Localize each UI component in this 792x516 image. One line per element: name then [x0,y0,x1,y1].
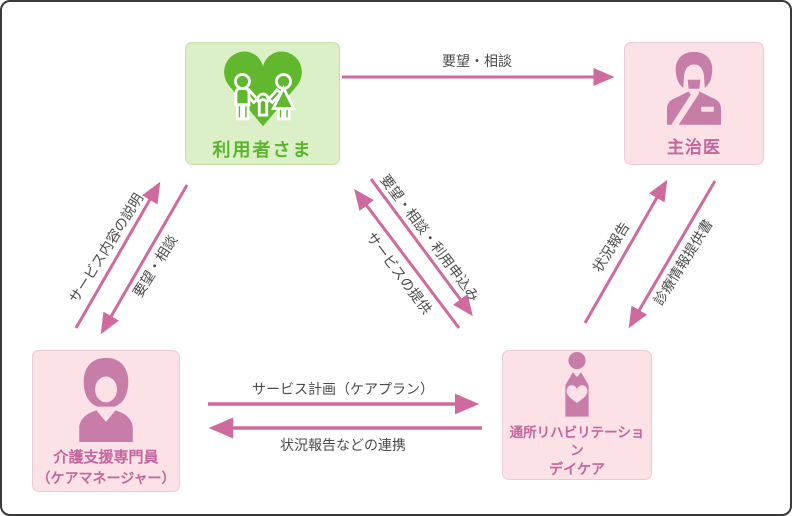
person-with-heart-icon [565,352,589,417]
arrow-label-user-to-doctor: 要望・相談 [442,53,512,69]
node-care-manager-label-line2: （ケアマネージャー） [36,469,176,486]
node-day-care-label-line1: 通所リハビリテーション [509,424,645,458]
doctor-icon [667,51,721,125]
care-manager-woman-icon [79,358,133,443]
arrow-label-doctor-to-day-care: 診療情報提供書 [650,216,716,308]
node-care-manager-box: 介護支援専門員 （ケアマネージャー） [32,350,180,492]
arrow-label-day-care-to-doctor: 状況報告 [589,219,633,275]
arrow-label-day-care-to-care-manager: 状況報告などの連携 [280,437,406,453]
node-care-manager-label-line1: 介護支援専門員 [53,449,159,467]
node-user-label: 利用者さま [212,139,313,160]
arrow-label-user-to-day-care: 要望・相談・利用申込み [377,171,483,305]
arrow-label-user-to-care-manager: 要望・相談 [129,232,181,300]
node-day-care-label-line2: デイケア [549,461,605,478]
node-user-box: 利用者さま [185,42,340,165]
node-doctor-box: 主治医 [624,42,764,165]
arrow-label-care-manager-to-day-care: サービス計画（ケアプラン） [252,381,434,397]
node-doctor-label: 主治医 [667,138,721,157]
node-day-care-box: 通所リハビリテーション デイケア [502,350,652,480]
family-heart-icon [223,50,302,126]
